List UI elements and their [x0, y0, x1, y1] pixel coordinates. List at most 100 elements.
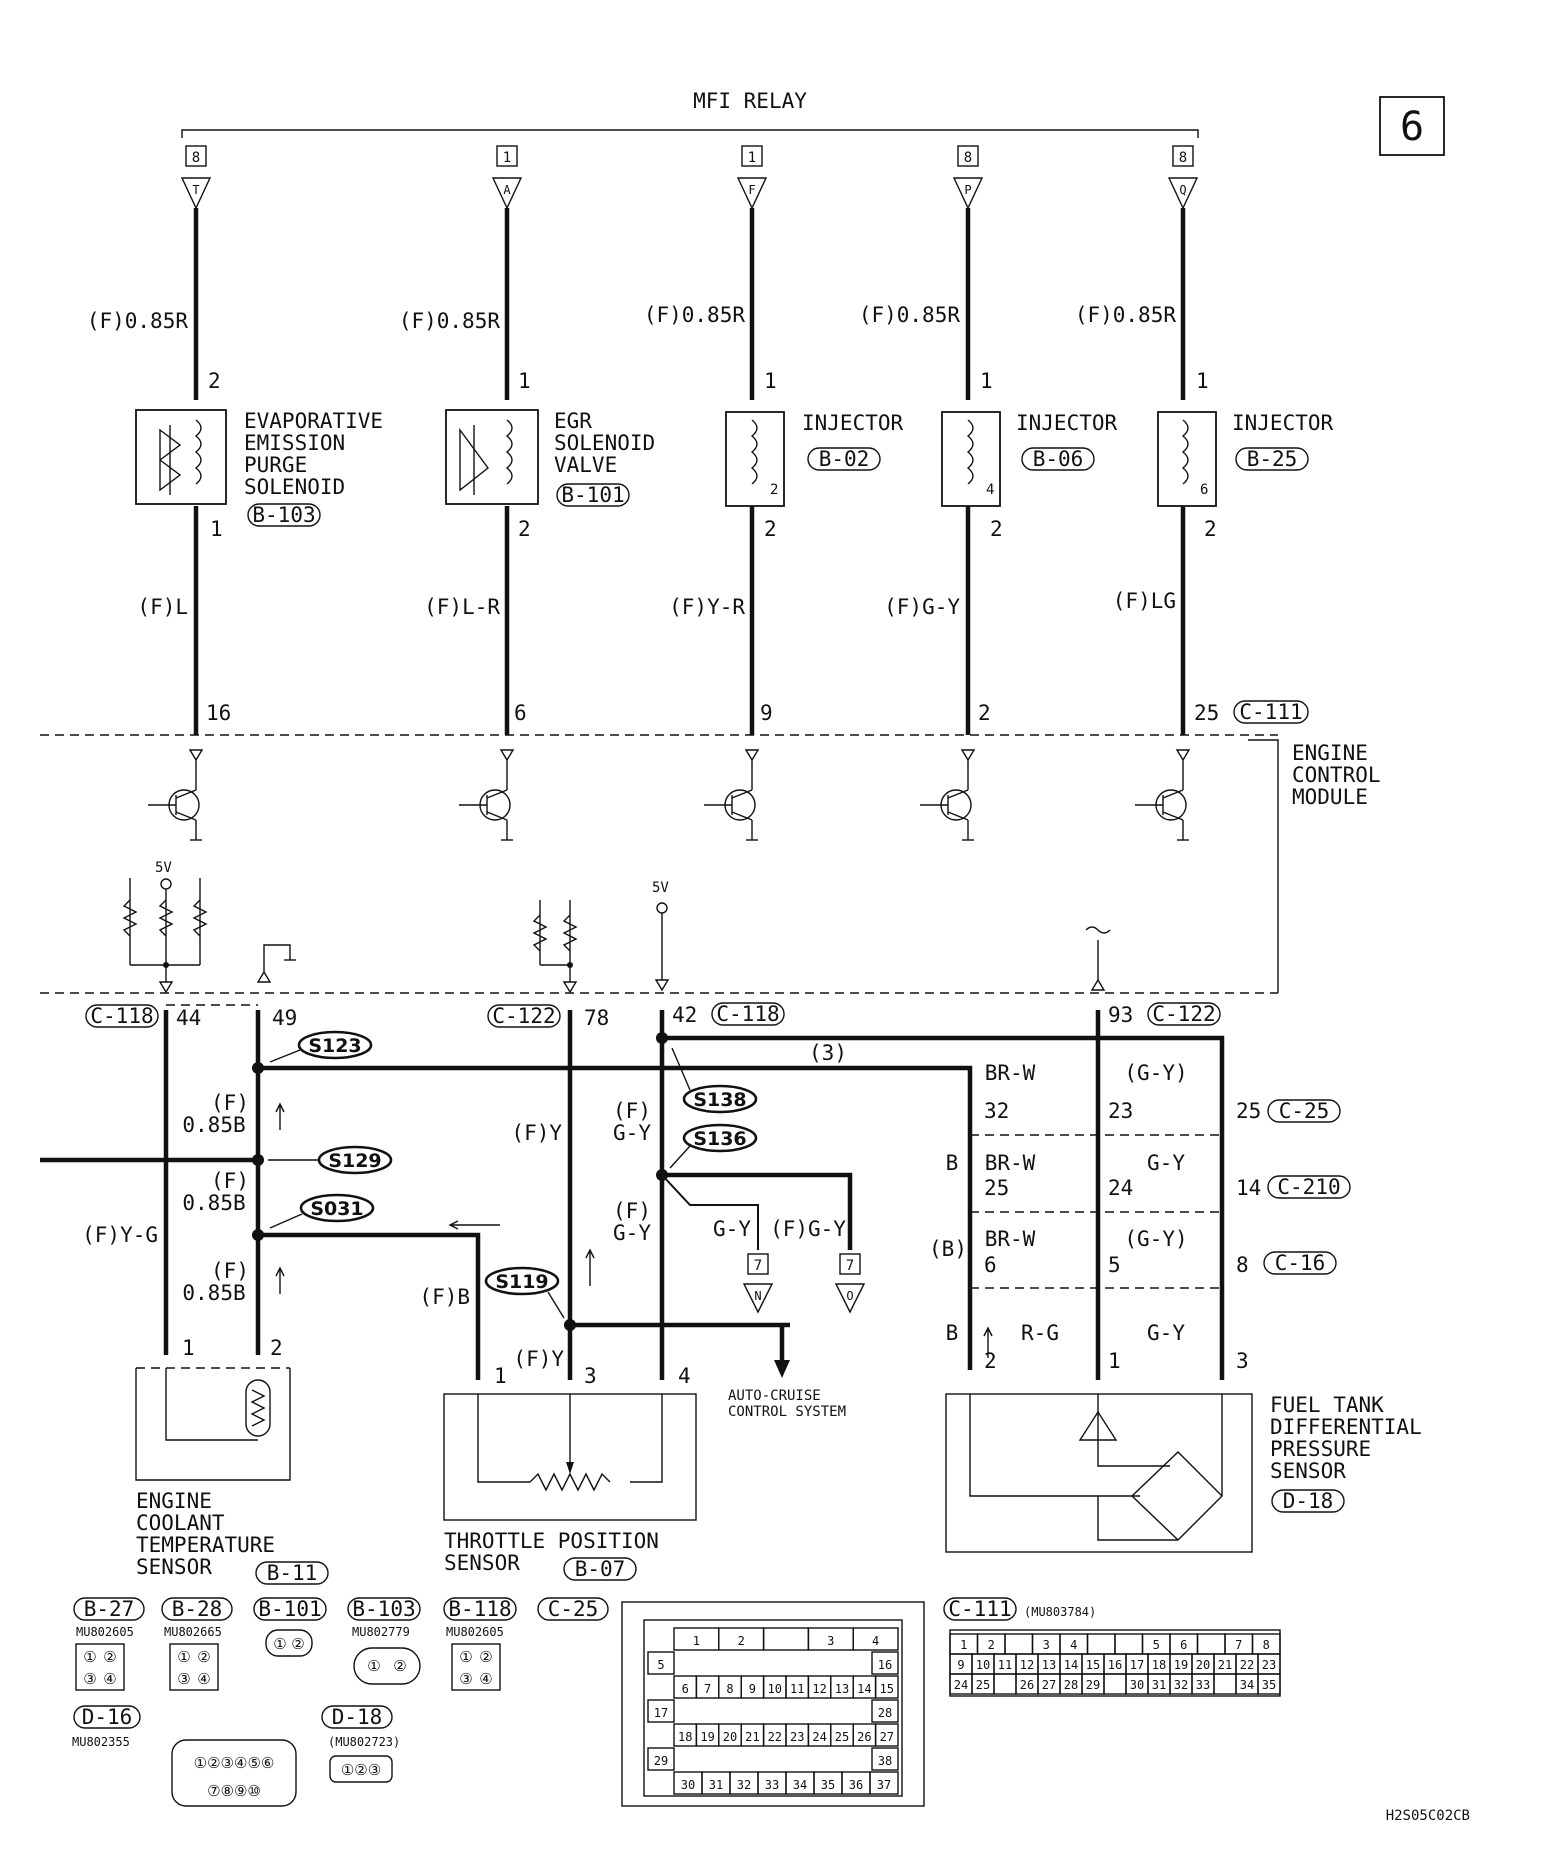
- c111-pin-cell: [1196, 1633, 1226, 1655]
- c111-pin-cell: [1103, 1673, 1127, 1695]
- svg-text:8: 8: [964, 150, 972, 166]
- svg-text:④: ④: [103, 1670, 116, 1688]
- c25-pin-cell: [874, 1723, 899, 1747]
- c25-pin-cell: [647, 1699, 675, 1723]
- svg-text:MU802605: MU802605: [76, 1625, 134, 1639]
- pin-number: 14: [857, 1682, 871, 1696]
- svg-text:②: ②: [479, 1648, 492, 1666]
- svg-text:6: 6: [984, 1253, 997, 1277]
- pin-number: 38: [878, 1754, 892, 1768]
- svg-text:7: 7: [754, 1258, 762, 1274]
- page-number-box: [1379, 96, 1445, 156]
- svg-text:B-103: B-103: [252, 503, 315, 527]
- svg-text:F: F: [748, 183, 755, 197]
- bottom-wiring: [40, 1010, 1225, 1380]
- pin-number: 25: [835, 1730, 849, 1744]
- svg-text:C-210: C-210: [1277, 1175, 1340, 1199]
- pin-number: 31: [709, 1778, 723, 1792]
- wire-label-top-3: (F)0.85R: [644, 303, 746, 327]
- splice-s136: S136: [669, 1123, 758, 1169]
- pin-number: 23: [790, 1730, 804, 1744]
- svg-text:2: 2: [984, 1349, 997, 1373]
- svg-text:C-25: C-25: [548, 1597, 599, 1621]
- svg-text:8: 8: [192, 150, 200, 166]
- pin-number: 19: [700, 1730, 714, 1744]
- wl-tps-y2: (F)Y: [513, 1347, 564, 1371]
- svg-text:G-Y: G-Y: [1147, 1321, 1185, 1345]
- pin-number: 4: [1070, 1638, 1077, 1652]
- svg-text:①②③: ①②③: [341, 1761, 381, 1779]
- svg-text:8: 8: [1236, 1253, 1249, 1277]
- svg-text:2: 2: [770, 482, 778, 498]
- svg-text:(MU803784): (MU803784): [1024, 1605, 1096, 1619]
- ecm-pin-9: 9: [760, 701, 773, 725]
- svg-text:1: 1: [503, 150, 511, 166]
- pin-number: 30: [681, 1778, 695, 1792]
- svg-text:C-25: C-25: [1279, 1099, 1330, 1123]
- pin-number: 27: [880, 1730, 894, 1744]
- relay-pin-4: 8 P: [952, 145, 984, 210]
- svg-text:③: ③: [83, 1670, 96, 1688]
- pin-number: 28: [1064, 1678, 1078, 1692]
- c118-label-left: C-118: [90, 1004, 153, 1028]
- ecm-tps-pullups: [532, 900, 578, 994]
- svg-text:PRESSURE: PRESSURE: [1270, 1437, 1371, 1461]
- pin-number: 33: [1196, 1678, 1210, 1692]
- svg-text:B-06: B-06: [1033, 447, 1084, 471]
- svg-text:BR-W: BR-W: [985, 1151, 1036, 1175]
- pin-number: 2: [738, 1634, 745, 1648]
- svg-text:23: 23: [1108, 1099, 1133, 1123]
- splice-s119: S119: [484, 1266, 565, 1319]
- svg-text:SENSOR: SENSOR: [444, 1551, 520, 1575]
- pin-number: 23: [1262, 1658, 1276, 1672]
- svg-text:②: ②: [197, 1648, 210, 1666]
- svg-text:FUEL TANK: FUEL TANK: [1270, 1393, 1384, 1417]
- c25-pin-cell: [871, 1699, 899, 1723]
- svg-text:ENGINE: ENGINE: [136, 1489, 212, 1513]
- svg-text:(MU802723): (MU802723): [328, 1735, 400, 1749]
- wl-tps-5v-c: (F): [613, 1199, 651, 1223]
- pin-number: 34: [1240, 1678, 1254, 1692]
- svg-text:B-02: B-02: [819, 447, 870, 471]
- c111-pin-cell: [1086, 1633, 1116, 1655]
- svg-text:SENSOR: SENSOR: [1270, 1459, 1346, 1483]
- relay-bracket: [181, 129, 1199, 138]
- svg-text:1: 1: [494, 1364, 507, 1388]
- svg-text:B-101: B-101: [258, 1597, 321, 1621]
- svg-text:①: ①: [177, 1648, 190, 1666]
- pin-93: 93: [1108, 1003, 1133, 1027]
- svg-text:B-118: B-118: [448, 1597, 511, 1621]
- svg-text:INJECTOR: INJECTOR: [1232, 411, 1334, 435]
- wl-branch-gy: G-Y: [713, 1217, 751, 1241]
- pin-number: 6: [1180, 1638, 1187, 1652]
- svg-text:②: ②: [103, 1648, 116, 1666]
- ect-sensor: 1 2 ENGINE COOLANT TEMPERATURE SENSOR B-…: [135, 1336, 329, 1585]
- svg-text:8: 8: [1179, 150, 1187, 166]
- svg-text:INJECTOR: INJECTOR: [1016, 411, 1118, 435]
- svg-text:4: 4: [986, 482, 994, 498]
- svg-text:6: 6: [1200, 482, 1208, 498]
- pin-number: 22: [768, 1730, 782, 1744]
- splice-s123: S123: [269, 1030, 373, 1063]
- ecm-ground-49: [256, 944, 296, 983]
- svg-text:1: 1: [210, 517, 223, 541]
- pin-number: 26: [857, 1730, 871, 1744]
- c111-pin-cell: [1257, 1673, 1281, 1695]
- pin-number: 5: [657, 1658, 664, 1672]
- svg-text:B-11: B-11: [267, 1561, 318, 1585]
- svg-text:A: A: [503, 183, 511, 197]
- c25-pin-cell: [871, 1747, 899, 1771]
- pin-number: 16: [878, 1658, 892, 1672]
- wire-label-top-1: (F)0.85R: [87, 309, 189, 333]
- svg-text:BR-W: BR-W: [985, 1061, 1036, 1085]
- wl-ect-signal: (F)Y-G: [82, 1223, 158, 1247]
- svg-text:MU802779: MU802779: [352, 1625, 410, 1639]
- pin-number: 12: [1020, 1658, 1034, 1672]
- pin-number: 3: [1043, 1638, 1050, 1652]
- wl-gnd-3b: 0.85B: [182, 1281, 245, 1305]
- c111-pin-cell: [1004, 1633, 1034, 1655]
- injector-1: 1 2 2 INJECTOR B-02: [725, 369, 904, 541]
- ecm-label-1: ENGINE: [1292, 741, 1368, 765]
